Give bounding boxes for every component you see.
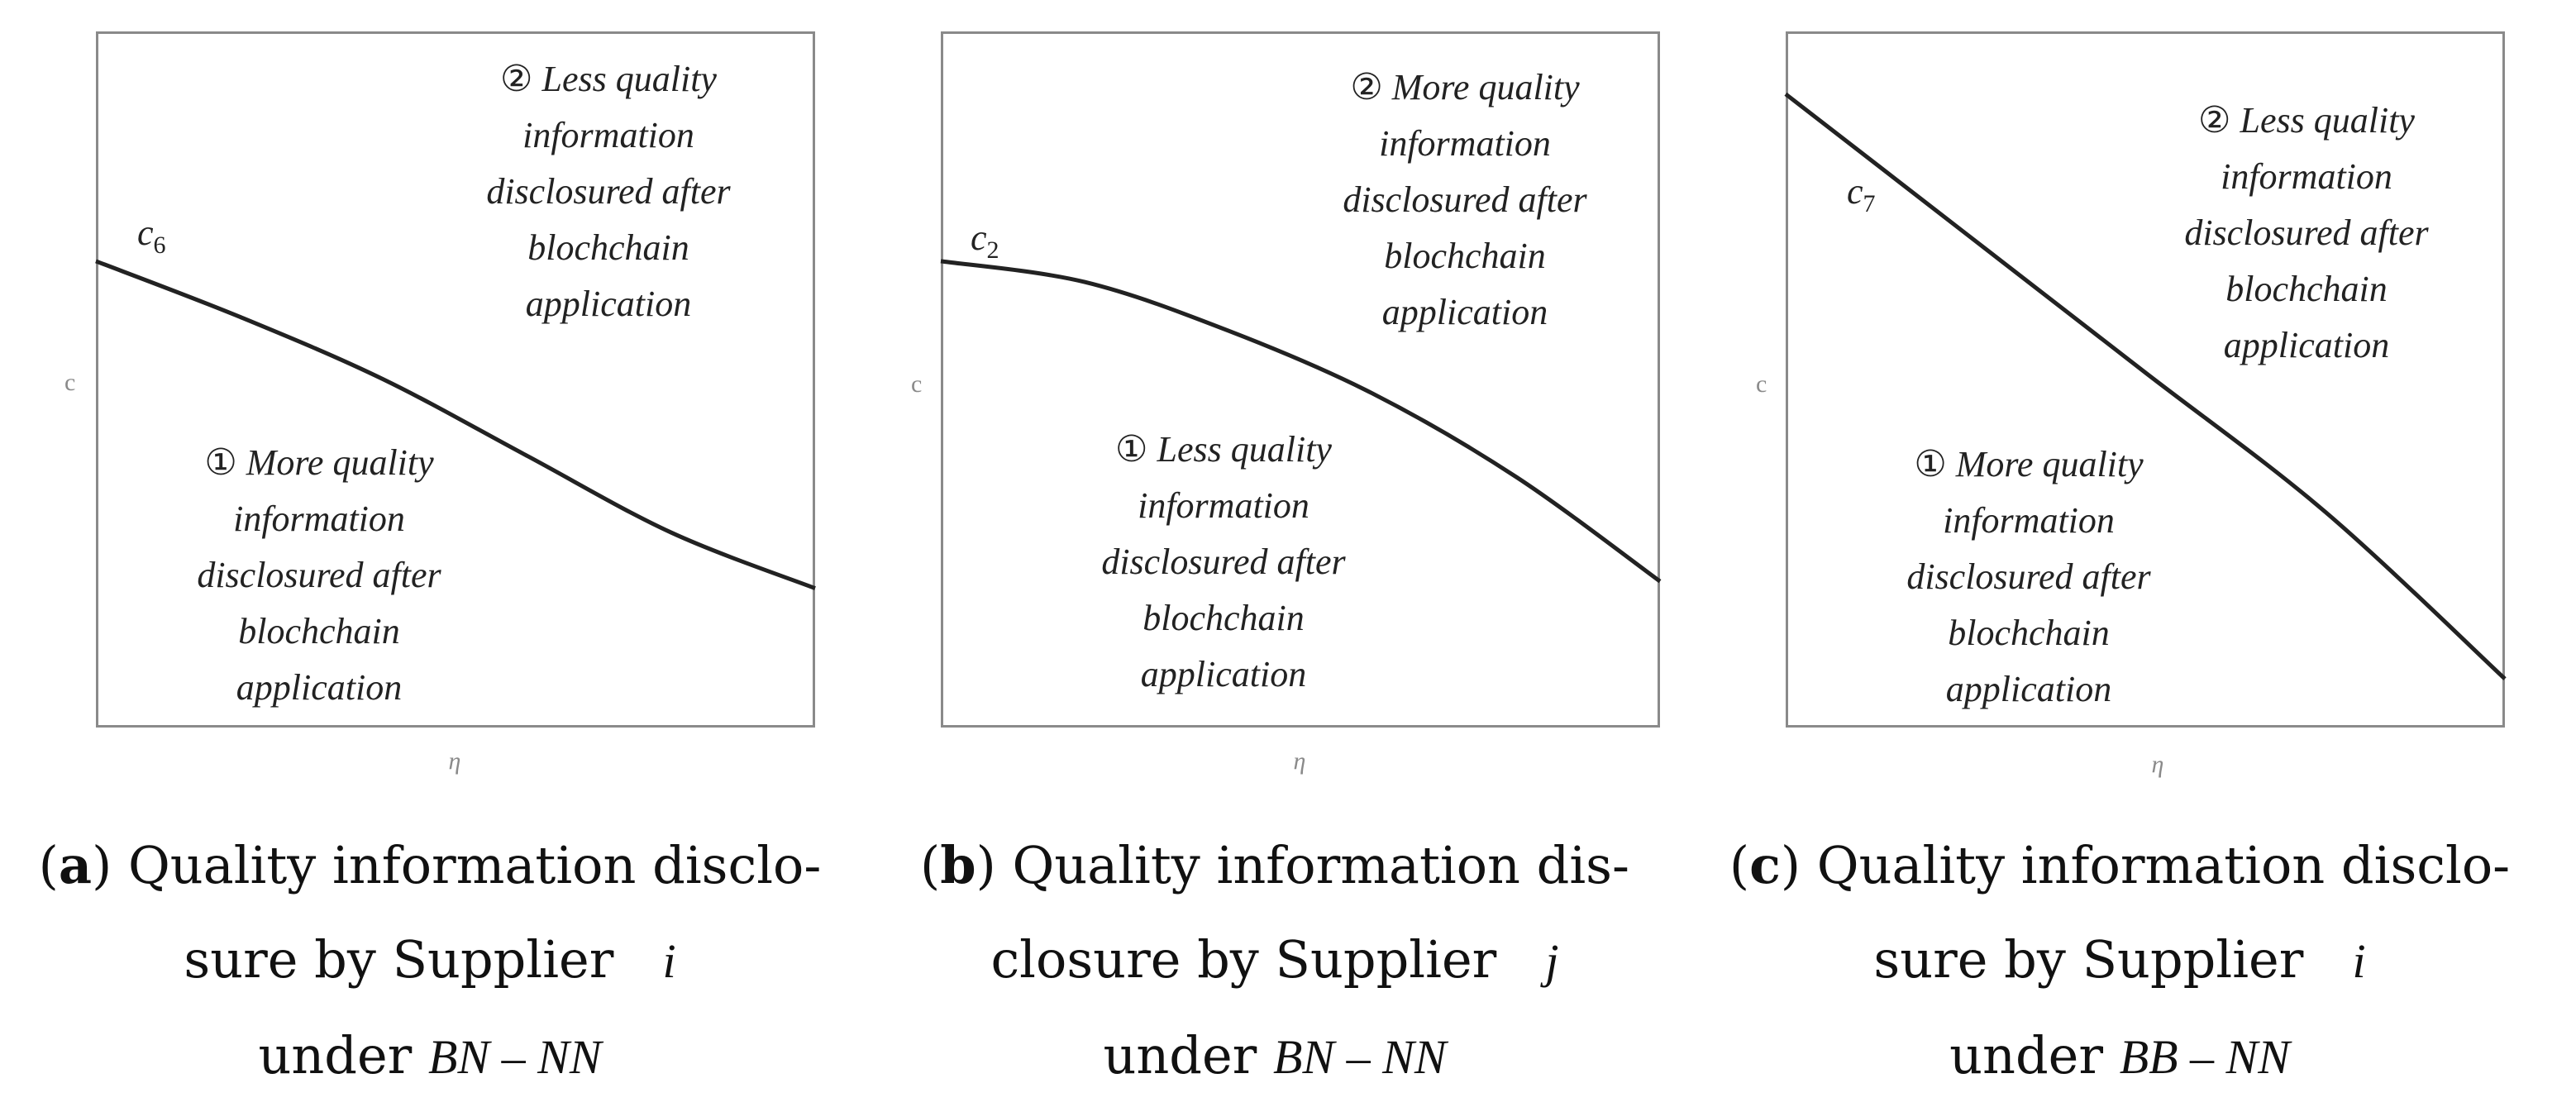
- caption-line2: sure by Supplier: [184, 929, 614, 990]
- y-axis-label: c: [64, 369, 76, 396]
- panel-b: c η c2 ② More quality information disclo…: [845, 0, 1705, 1107]
- caption-model: BN – NN: [428, 1030, 602, 1084]
- caption-letter: c: [1749, 835, 1781, 895]
- y-axis-label: c: [1756, 370, 1767, 398]
- curve-label: c2: [971, 217, 999, 265]
- region-text: Less quality information disclosured aft…: [1101, 429, 1346, 694]
- caption-model: BN – NN: [1273, 1030, 1447, 1084]
- region-label-upper: ② Less quality information disclosured a…: [435, 51, 782, 332]
- region-text: Less quality information disclosured aft…: [2184, 100, 2429, 365]
- caption-main: Quality information dis-: [1012, 835, 1629, 895]
- region-marker: ②: [500, 59, 533, 99]
- curve-label-name: c: [971, 217, 987, 258]
- panel-c: c η c7 ② Less quality information disclo…: [1690, 0, 2550, 1107]
- region-marker: ①: [204, 442, 237, 483]
- region-marker: ②: [1350, 67, 1383, 107]
- series-line-c2: [940, 259, 1662, 584]
- curve-label: c7: [1847, 170, 1876, 218]
- region-marker: ①: [1914, 444, 1947, 484]
- region-marker: ②: [2198, 100, 2231, 141]
- curve-label-name: c: [1847, 171, 1863, 212]
- panel-caption: (c) Quality information disclo- sure by …: [1729, 835, 2511, 1086]
- curve-label-sub: 2: [986, 236, 999, 264]
- region-text: More quality information disclosured aft…: [1906, 444, 2151, 709]
- caption-line2: sure by Supplier: [1873, 929, 2304, 990]
- panel-caption: (a) Quality information disclo- sure by …: [38, 835, 822, 1086]
- curve-label: c6: [137, 212, 166, 260]
- caption-under: under: [1103, 1025, 1257, 1086]
- plot-frame: [96, 31, 815, 728]
- plot-frame: [941, 31, 1660, 728]
- caption-symbol: i: [662, 934, 676, 988]
- curve-label-sub: 7: [1863, 189, 1876, 217]
- caption-line2: closure by Supplier: [990, 929, 1497, 990]
- caption-letter: a: [58, 835, 93, 895]
- region-label-lower: ① More quality information disclosured a…: [145, 435, 493, 716]
- panel-caption: (b) Quality information dis- closure by …: [920, 835, 1629, 1086]
- plot-frame: [1786, 31, 2505, 728]
- region-text: More quality information disclosured aft…: [1343, 67, 1587, 332]
- x-axis-label: η: [448, 747, 461, 775]
- chart-svg: [940, 259, 1662, 584]
- caption-letter: b: [940, 835, 976, 895]
- panel-a: c η c6 ② Less quality information disclo…: [0, 0, 860, 1107]
- curve-label-sub: 6: [153, 231, 166, 259]
- curve-label-name: c: [137, 212, 154, 253]
- series-line-c7: [1784, 92, 2507, 680]
- caption-main: Quality information disclo-: [127, 835, 822, 895]
- region-label-upper: ② More quality information disclosured a…: [1291, 60, 1639, 341]
- region-marker: ①: [1115, 429, 1148, 470]
- x-axis-label: η: [2151, 751, 2164, 778]
- caption-symbol: i: [2352, 934, 2366, 988]
- caption-model: BB – NN: [2119, 1030, 2290, 1084]
- y-axis-label: c: [911, 370, 923, 398]
- caption-under: under: [258, 1025, 413, 1086]
- region-text: More quality information disclosured aft…: [197, 442, 441, 708]
- region-label-lower: ① Less quality information disclosured a…: [1050, 422, 1397, 703]
- chart-svg: [95, 259, 816, 590]
- x-axis-label: η: [1293, 747, 1306, 775]
- caption-main: Quality information disclo-: [1816, 835, 2511, 895]
- caption-under: under: [1949, 1025, 2103, 1086]
- region-label-lower: ① More quality information disclosured a…: [1855, 437, 2202, 718]
- chart-svg: [1784, 92, 2507, 680]
- series-line-c6: [95, 259, 816, 590]
- region-text: Less quality information disclosured aft…: [486, 59, 731, 324]
- caption-symbol: j: [1545, 934, 1559, 988]
- region-label-upper: ② Less quality information disclosured a…: [2133, 93, 2480, 374]
